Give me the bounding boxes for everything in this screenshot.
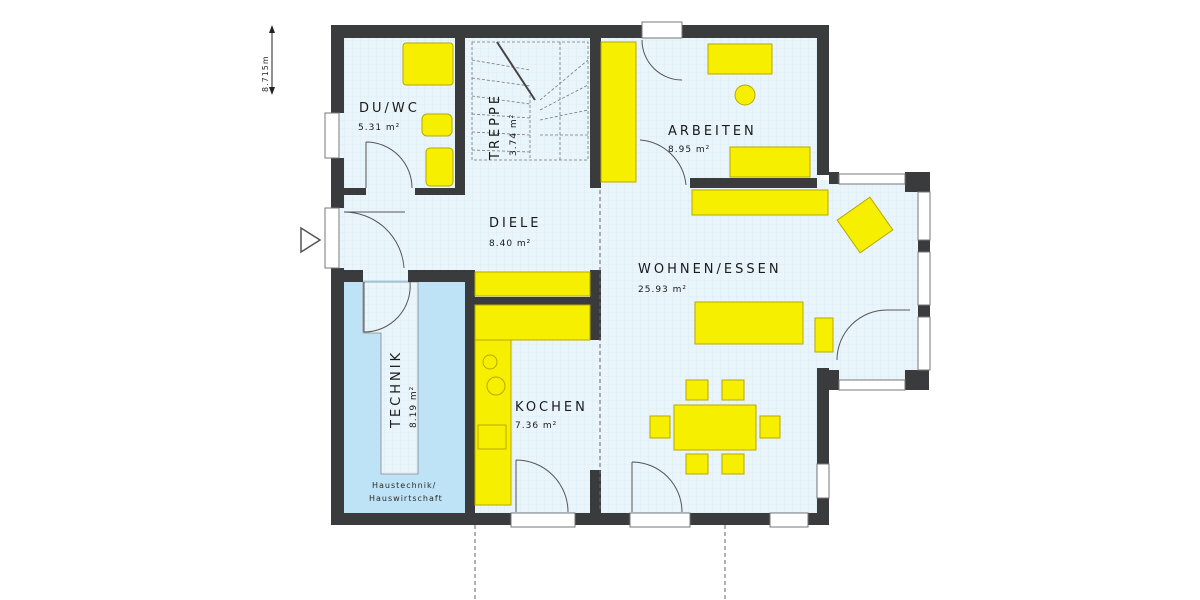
entrance-arrow-icon (300, 226, 322, 254)
doors (343, 39, 910, 513)
wardrobe (600, 41, 637, 183)
sink (425, 147, 454, 187)
chair (759, 415, 781, 439)
side-table (814, 317, 834, 353)
office-chair (734, 84, 756, 106)
room-label-kochen: KOCHEN (515, 400, 588, 415)
room-area-arbeiten: 8.95 m² (668, 145, 710, 155)
windows (324, 21, 931, 528)
staircase (471, 41, 589, 161)
room-area-du-wc: 5.31 m² (358, 123, 400, 133)
room-area-wohnen-essen: 25.93 m² (638, 285, 687, 295)
kitchen-counter (474, 339, 512, 506)
dining-table (673, 404, 757, 451)
technik-note-line2: Hauswirtschaft (369, 494, 443, 503)
shower-tray (402, 42, 454, 86)
chair (685, 453, 709, 475)
room-label-arbeiten: ARBEITEN (668, 124, 757, 139)
room-area-kochen: 7.36 m² (515, 421, 557, 431)
room-label-technik: TECHNIK (389, 350, 404, 429)
chair (721, 379, 745, 401)
walls (331, 25, 930, 525)
room-label-wohnen-essen: WOHNEN/ESSEN (638, 262, 782, 277)
lowboard (691, 189, 829, 216)
room-area-diele: 8.40 m² (489, 239, 531, 249)
upper-cabinets (474, 271, 591, 297)
technik-note-line1: Haustechnik/ (372, 481, 436, 490)
dimension-label: 8.715m (261, 55, 270, 92)
room-label-du-wc: DU/WC (359, 101, 420, 116)
room-area-technik: 8.19 m² (409, 386, 419, 428)
dashed-lines (474, 190, 726, 600)
dimension-indicator: 8.715m (261, 25, 275, 95)
sideboard (729, 146, 811, 178)
chair (685, 379, 709, 401)
chair (721, 453, 745, 475)
room-label-treppe: TREPPE (488, 93, 503, 161)
room-label-diele: DIELE (489, 216, 542, 231)
sofa (694, 301, 804, 345)
room-area-treppe: 3.74 m² (509, 114, 519, 156)
chair (649, 415, 671, 439)
toilet (421, 113, 453, 137)
armchair (836, 196, 894, 254)
desk (707, 43, 773, 75)
counter-top (474, 304, 591, 341)
furniture (402, 41, 894, 506)
